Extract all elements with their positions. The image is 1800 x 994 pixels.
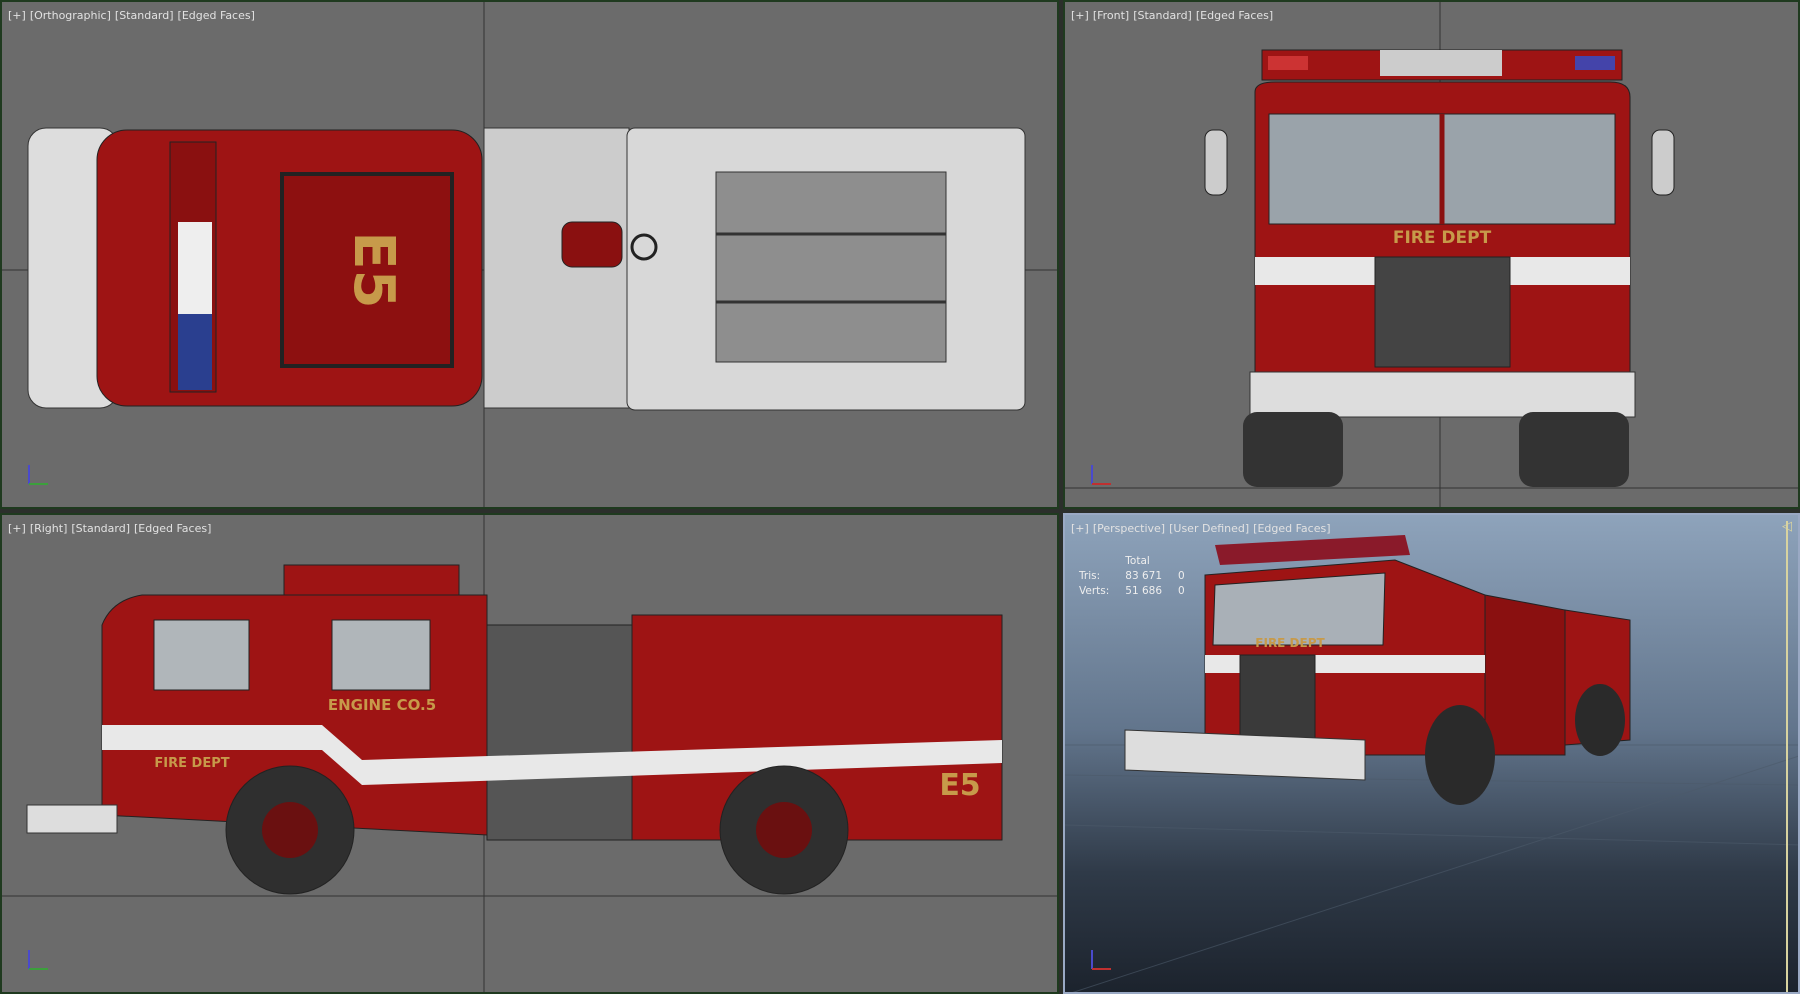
stats-tris-selected: 0	[1178, 570, 1185, 582]
view-mode[interactable]: [Front]	[1092, 9, 1130, 22]
shading-mode[interactable]: [Standard]	[114, 9, 174, 22]
view-mode[interactable]: [Perspective]	[1092, 522, 1166, 535]
truck-front-view: FIRE DEPT	[1065, 2, 1798, 507]
scene-statistics: Total Tris: 83 671 0 Verts: 51 686 0	[1077, 553, 1201, 600]
truck-top-view: E5	[2, 2, 1057, 507]
edge-mode[interactable]: [Edged Faces]	[1195, 9, 1274, 22]
stats-label: Tris:	[1079, 570, 1101, 582]
decal-unit-side: E5	[939, 768, 980, 803]
decal-dept: FIRE DEPT	[1393, 228, 1492, 248]
time-slider-handle-icon[interactable]: ◁	[1782, 519, 1792, 534]
time-slider-track[interactable]	[1786, 521, 1788, 992]
view-mode[interactable]: [Right]	[29, 522, 68, 535]
truck-right-view: ENGINE CO.5 FIRE DEPT E5	[2, 515, 1057, 992]
viewport-label[interactable]: [+][Right][Standard][Edged Faces]	[8, 522, 215, 535]
truck-perspective-view: FIRE DEPT	[1065, 535, 1798, 992]
stats-label: Verts:	[1079, 585, 1110, 597]
viewport-menu[interactable]: [+]	[1071, 9, 1089, 22]
edge-mode[interactable]: [Edged Faces]	[1253, 522, 1331, 535]
edge-mode[interactable]: [Edged Faces]	[134, 522, 212, 535]
viewport-perspective[interactable]: [+][Perspective][User Defined][Edged Fac…	[1063, 513, 1800, 994]
shading-mode[interactable]: [Standard]	[71, 522, 131, 535]
edge-mode[interactable]: [Edged Faces]	[177, 9, 255, 22]
viewport-menu[interactable]: [+]	[1071, 522, 1089, 535]
shading-mode[interactable]: [User Defined]	[1169, 522, 1250, 535]
axis-gizmo-icon	[1091, 465, 1111, 485]
decal-engine: ENGINE CO.5	[328, 696, 436, 714]
stats-tris-total: 83 671	[1125, 570, 1163, 582]
viewport-label[interactable]: [+][Front][Standard][Edged Faces]	[1071, 9, 1277, 22]
viewport-top[interactable]: [+][Orthographic][Standard][Edged Faces]…	[0, 0, 1059, 509]
decal-dept-side: FIRE DEPT	[154, 756, 229, 771]
decal-dept-persp: FIRE DEPT	[1255, 636, 1325, 650]
stats-header: Total	[1125, 555, 1150, 567]
stats-verts-selected: 0	[1178, 585, 1185, 597]
shading-mode[interactable]: [Standard]	[1133, 9, 1192, 22]
view-mode[interactable]: [Orthographic]	[29, 9, 111, 22]
axis-gizmo-icon	[28, 465, 48, 485]
viewport-label[interactable]: [+][Perspective][User Defined][Edged Fac…	[1071, 522, 1335, 535]
viewport-menu[interactable]: [+]	[8, 522, 26, 535]
decal-unit: E5	[341, 231, 406, 308]
viewport-front[interactable]: [+][Front][Standard][Edged Faces] FIRE D…	[1063, 0, 1800, 509]
viewport-menu[interactable]: [+]	[8, 9, 26, 22]
axis-gizmo-icon	[1091, 950, 1111, 970]
viewport-right[interactable]: [+][Right][Standard][Edged Faces] ENGINE…	[0, 513, 1059, 994]
axis-gizmo-icon	[28, 950, 48, 970]
viewport-label[interactable]: [+][Orthographic][Standard][Edged Faces]	[8, 9, 259, 22]
stats-verts-total: 51 686	[1125, 585, 1163, 597]
